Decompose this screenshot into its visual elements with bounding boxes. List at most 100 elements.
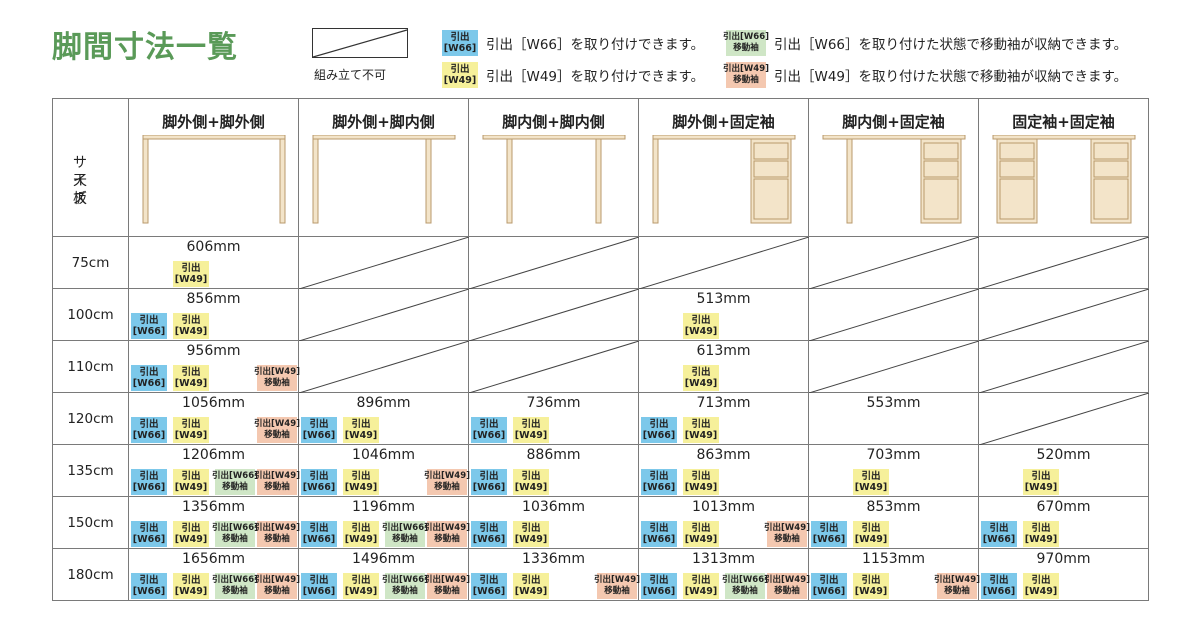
desk-leg — [506, 138, 513, 224]
column-header-label: 脚外側+脚外側 — [162, 113, 265, 131]
badge-group: 引出[W66]引出[W49]引出[W66]移動袖引出[W49]移動袖 — [299, 521, 470, 547]
desk-top — [312, 135, 456, 140]
badge-w49-icon: 引出[W49] — [173, 313, 209, 339]
slash-line — [299, 341, 469, 393]
badge-w49-icon: 引出[W49] — [513, 573, 549, 599]
badge-w66-icon: 引出[W66] — [131, 365, 167, 391]
badge-mw49-icon: 引出[W49]移動袖 — [594, 573, 640, 599]
badge-group: 引出[W66]引出[W49] — [639, 417, 808, 443]
badge-w49-icon: 引出[W49] — [343, 417, 379, 443]
leg-spacing-value: 1196mm — [352, 499, 415, 515]
badge-w49-icon: 引出[W49] — [173, 261, 209, 287]
badge-mw49-icon: 引出[W49]移動袖 — [254, 573, 300, 599]
leg-spacing-value: 1336mm — [522, 551, 585, 567]
badge-group — [809, 417, 978, 443]
badge-w66-icon: 引出[W66] — [131, 469, 167, 495]
badge-w49-icon: 引出[W49] — [173, 573, 209, 599]
diagonal-slash-icon — [313, 29, 408, 58]
badge-group: 引出[W66]引出[W49] — [129, 313, 298, 339]
pedestal-drawer — [753, 160, 789, 178]
slash-line — [469, 341, 639, 393]
pedestal-drawer — [753, 178, 789, 220]
legend-mw66: 引出[W66]移動袖 引出［W66］を取り付けた状態で移動袖が収納できます。 — [723, 30, 1127, 56]
badge-mw49-icon: 引出[W49]移動袖 — [764, 521, 810, 547]
row-header-size: 120cm — [52, 392, 129, 445]
slash-line — [639, 237, 809, 289]
badge-w66-icon: 引出[W66] — [641, 417, 677, 443]
badge-w49-icon: 引出[W49] — [442, 62, 478, 88]
cell-not-assemblable — [808, 340, 979, 393]
badge-group: 引出[W66]引出[W49]引出[W66]移動袖引出[W49]移動袖 — [299, 573, 470, 599]
pedestal-drawer — [1093, 160, 1129, 178]
column-header-label: 固定袖+固定袖 — [1012, 113, 1115, 131]
pedestal-drawer — [753, 142, 789, 160]
diagonal-slash-icon — [979, 237, 1149, 289]
slash-line — [979, 237, 1149, 289]
badge-w49-icon: 引出[W49] — [853, 573, 889, 599]
leg-spacing-value: 886mm — [526, 447, 581, 463]
pedestal-drawer — [999, 160, 1035, 178]
leg-spacing-value: 956mm — [186, 343, 241, 359]
badge-w66-icon: 引出[W66] — [301, 469, 337, 495]
leg-spacing-value: 703mm — [866, 447, 921, 463]
desk-leg — [312, 138, 319, 224]
leg-spacing-value: 856mm — [186, 291, 241, 307]
leg-spacing-value: 1496mm — [352, 551, 415, 567]
desk-illustration-icon — [992, 135, 1136, 224]
badge-group: 引出[W49] — [809, 469, 978, 495]
leg-spacing-value: 1656mm — [182, 551, 245, 567]
slash-line — [469, 237, 639, 289]
badge-w66-icon: 引出[W66] — [641, 573, 677, 599]
legend-mw49-text: 引出［W49］を取り付けた状態で移動袖が収納できます。 — [774, 69, 1128, 85]
cell-not-assemblable — [298, 288, 469, 341]
badge-w49-icon: 引出[W49] — [1023, 521, 1059, 547]
desk-illustration-icon — [482, 135, 626, 224]
table-row: 180cm 1656mm 引出[W66]引出[W49]引出[W66]移動袖引出[W4… — [52, 548, 1149, 601]
diagonal-slash-icon — [979, 341, 1149, 393]
desk-illustration-icon — [822, 135, 966, 224]
badge-w66-icon: 引出[W66] — [301, 521, 337, 547]
row-header-size: 180cm — [52, 548, 129, 601]
cell-leg-spacing: 856mm 引出[W66]引出[W49] — [128, 288, 299, 341]
column-header-label: 脚外側+固定袖 — [672, 113, 775, 131]
badge-w49-icon: 引出[W49] — [683, 573, 719, 599]
badge-w66-icon: 引出[W66] — [131, 417, 167, 443]
badge-mw49-icon: 引出[W49]移動袖 — [254, 469, 300, 495]
diagonal-slash-icon — [809, 289, 979, 341]
cell-not-assemblable — [468, 236, 639, 289]
diagonal-slash-icon — [299, 341, 469, 393]
leg-spacing-value: 1056mm — [182, 395, 245, 411]
badge-w66-icon: 引出[W66] — [811, 573, 847, 599]
slash-line — [809, 341, 979, 393]
desk-leg — [279, 138, 286, 224]
pedestal-drawer — [923, 160, 959, 178]
badge-group: 引出[W66]引出[W49] — [639, 469, 808, 495]
pedestal-drawer — [923, 142, 959, 160]
badge-w66-icon: 引出[W66] — [811, 521, 847, 547]
corner-label-line1: 天板 — [73, 173, 87, 207]
leg-spacing-value: 1046mm — [352, 447, 415, 463]
badge-mw49-icon: 引出[W49]移動袖 — [934, 573, 980, 599]
column-header-label: 脚外側+脚内側 — [332, 113, 435, 131]
badge-w49-icon: 引出[W49] — [683, 521, 719, 547]
desk-top — [142, 135, 286, 140]
pedestal-drawer — [1093, 142, 1129, 160]
leg-spacing-value: 863mm — [696, 447, 751, 463]
corner-label-line2: サイズ — [73, 155, 87, 207]
badge-w49-icon: 引出[W49] — [513, 469, 549, 495]
diagonal-slash-icon — [469, 341, 639, 393]
badge-w49-icon: 引出[W49] — [173, 417, 209, 443]
slash-line — [469, 289, 639, 341]
